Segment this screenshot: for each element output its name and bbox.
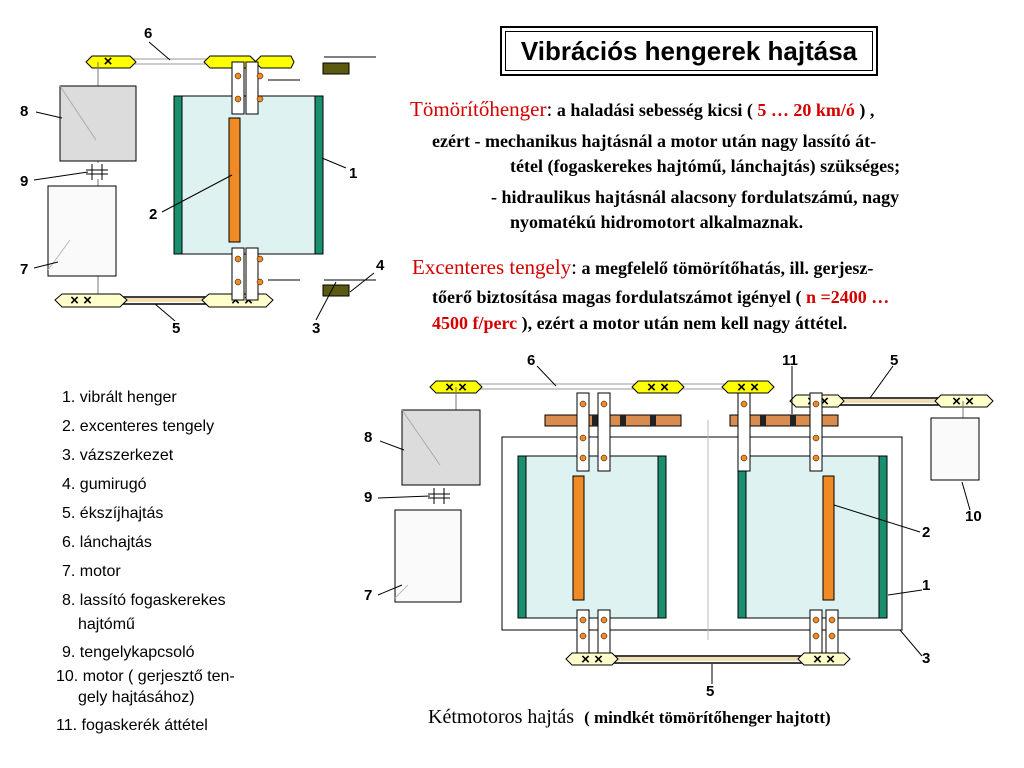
tomorito-line-4: - hidraulikus hajtásnál alacsony fordula… <box>491 187 900 207</box>
tomorito-line-2: ezért - mechanikus hajtásnál a motor utá… <box>432 131 877 151</box>
legend-item-8: 8. lassító fogaskerekes <box>62 592 226 609</box>
excenter-text-1: a megfelelő tömörítőhatás, ill. gerjesz- <box>577 258 874 278</box>
label-d2-10: 10 <box>965 508 982 525</box>
vibrated-drum-right <box>739 455 887 619</box>
excenter-line-3: 4500 f/perc ), ezért a motor után nem ke… <box>432 311 847 335</box>
legend-item-2: 2. excenteres tengely <box>62 418 215 435</box>
label-d1-5: 5 <box>172 320 180 337</box>
eccentric-shaft-left <box>572 475 585 601</box>
legend-item-6: 6. lánchajtás <box>62 534 152 551</box>
vibrated-drum-1 <box>175 95 323 255</box>
legend-item-7: 7. motor <box>62 563 121 580</box>
figure-caption: Kétmotoros hajtás ( mindkét tömörítőheng… <box>428 706 831 729</box>
label-d2-9: 9 <box>364 489 372 506</box>
svg-text:× ×: × × <box>581 651 603 668</box>
label-d2-2: 2 <box>922 524 930 541</box>
tomorito-heading: Tömörítőhenger <box>410 97 547 121</box>
title-inner-border <box>505 31 873 71</box>
label-d2-3: 3 <box>922 650 930 667</box>
excenter-text-2a: tőerő biztosítása magas fordulatszámot i… <box>432 287 806 307</box>
legend-item-9: 9. tengelykapcsoló <box>62 644 195 661</box>
excenter-line-2: tőerő biztosítása magas fordulatszámot i… <box>432 285 889 309</box>
caption-main: Kétmotoros hajtás <box>428 706 575 728</box>
page-title: Vibrációs hengerek hajtása <box>520 35 858 66</box>
rubber-spring-bottom <box>322 284 350 297</box>
motor-10 <box>930 417 980 481</box>
label-d2-8: 8 <box>364 429 372 446</box>
label-d2-1: 1 <box>922 577 930 594</box>
tomorito-line-3: tétel (fogaskerekes hajtómű, lánchajtás)… <box>510 156 901 176</box>
label-d1-4: 4 <box>376 257 385 274</box>
excenter-line-1: Excenteres tengely: a megfelelő tömörítő… <box>412 255 873 280</box>
svg-text:× ×: × × <box>813 651 835 668</box>
eccentric-shaft-1 <box>228 117 241 243</box>
label-d1-9: 9 <box>20 173 28 190</box>
diagram-2: × × × × × × × × × × <box>364 352 994 700</box>
svg-text:× ×: × × <box>70 292 92 309</box>
excenter-heading: Excenteres tengely <box>412 255 572 279</box>
svg-text:×: × <box>104 53 113 70</box>
rubber-spring-top <box>322 62 350 75</box>
tomorito-colon: : <box>546 97 553 121</box>
chain-drive-1: × <box>85 53 295 70</box>
label-d2-11: 11 <box>782 352 798 369</box>
label-d1-7: 7 <box>20 261 28 278</box>
label-d2-6: 6 <box>527 352 535 369</box>
excenter-rpm-2: 4500 f/perc <box>432 313 518 333</box>
excenter-rpm-1: n =2400 … <box>805 287 890 307</box>
vibrated-drum-left <box>519 455 666 619</box>
label-d1-6: 6 <box>144 25 152 42</box>
label-d1-1: 1 <box>349 165 357 182</box>
svg-text:× ×: × × <box>647 379 669 396</box>
tomorito-line-5: nyomatékú hidromotort alkalmaznak. <box>510 212 804 232</box>
page-title-box: Vibrációs hengerek hajtása <box>500 26 878 76</box>
excenter-colon: : <box>571 255 578 279</box>
tomorito-speed: 5 … 20 km/ó <box>757 100 855 120</box>
legend-item-4: 4. gumirugó <box>62 476 147 493</box>
gear-train-left <box>544 414 682 427</box>
motor-1 <box>47 185 117 277</box>
gear-train-right <box>729 414 839 427</box>
label-d2-5-top: 5 <box>890 352 898 369</box>
tomorito-text-1c: ) , <box>854 100 875 120</box>
legend-item-10-cont: gely hajtásához) <box>78 689 195 706</box>
gearbox-1 <box>59 85 137 162</box>
excenter-text-3b: ), ezért a motor után nem kell nagy átté… <box>517 313 848 333</box>
legend-item-11: 11. fogaskerék áttétel <box>56 717 208 734</box>
tomorito-line-1: Tömörítőhenger: a haladási sebesség kics… <box>410 97 874 122</box>
legend-item-10: 10. motor ( gerjesztő ten- <box>56 668 235 685</box>
diagram-1: × × × × × <box>20 25 385 337</box>
label-d2-7: 7 <box>364 587 372 604</box>
label-d1-3: 3 <box>312 320 320 337</box>
label-d2-5-bottom: 5 <box>706 683 714 700</box>
label-d1-8: 8 <box>20 103 28 120</box>
caption-sub: ( mindkét tömörítőhenger hajtott) <box>584 708 831 727</box>
svg-text:× ×: × × <box>737 379 759 396</box>
gearbox-2 <box>401 409 481 486</box>
frame-2 <box>501 436 903 631</box>
legend-item-3: 3. vázszerkezet <box>62 447 174 464</box>
tomorito-text-1a: a haladási sebesség kicsi ( <box>552 100 758 120</box>
legend-item-1: 1. vibrált henger <box>62 389 177 406</box>
coupling-1 <box>86 163 108 179</box>
legend-item-8-cont: hajtómű <box>78 616 135 633</box>
legend-list: 1. vibrált henger 2. excenteres tengely … <box>56 383 235 740</box>
legend-item-5: 5. ékszíjhajtás <box>62 505 164 522</box>
eccentric-shaft-right <box>822 475 835 601</box>
label-d1-2: 2 <box>149 206 157 223</box>
belt-pulley-motor <box>54 293 128 308</box>
